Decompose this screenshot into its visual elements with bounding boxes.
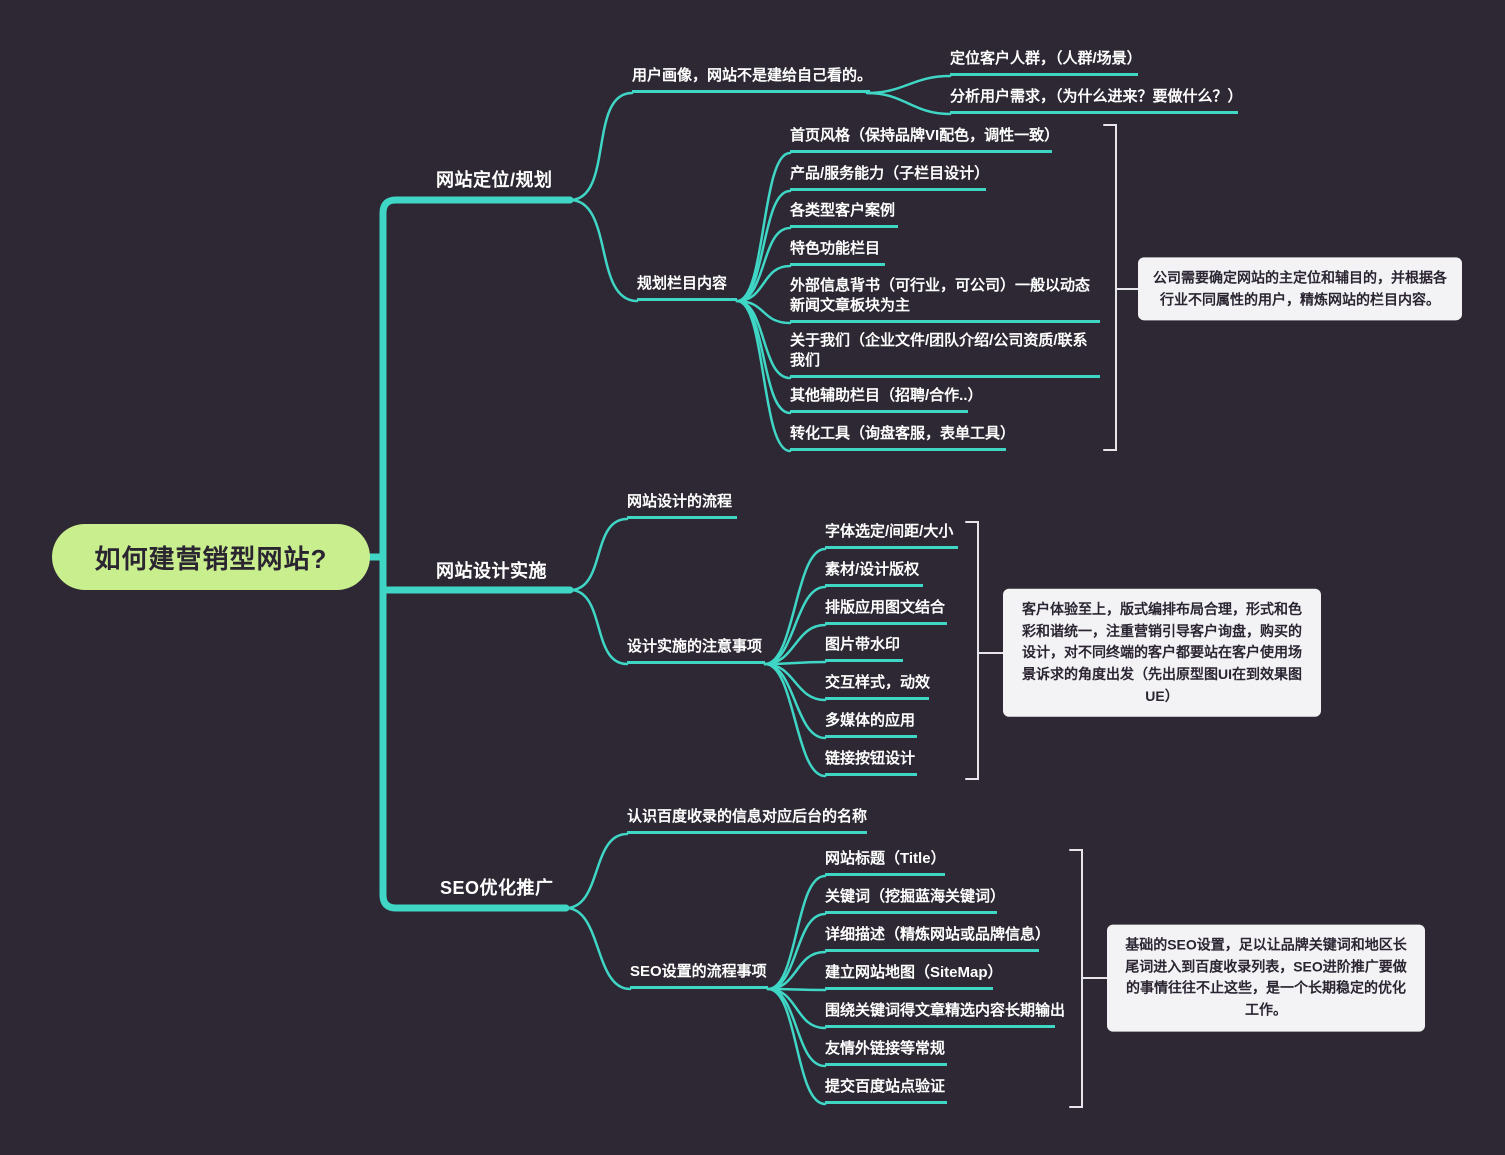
leaf-external-endorsement[interactable]: 外部信息背书（可行业，可公司）一般以动态新闻文章板块为主 bbox=[790, 276, 1100, 323]
connector-curve bbox=[568, 91, 634, 202]
leaf-sitemap[interactable]: 建立网站地图（SiteMap） bbox=[825, 963, 1003, 990]
node-design-considerations[interactable]: 设计实施的注意事项 bbox=[627, 637, 765, 664]
leaf-product-service[interactable]: 产品/服务能力（子栏目设计） bbox=[790, 164, 989, 191]
leaf-description[interactable]: 详细描述（精炼网站或品牌信息） bbox=[825, 925, 1050, 952]
leaf-keyword-content[interactable]: 围绕关键词得文章精选内容长期输出 bbox=[825, 1001, 1065, 1028]
connector-curve bbox=[766, 874, 827, 991]
leaf-interaction-effects[interactable]: 交互样式，动效 bbox=[825, 673, 930, 700]
leaf-user-needs[interactable]: 分析用户需求，（为什么进来？要做什么？） bbox=[950, 87, 1243, 114]
connector-curve bbox=[568, 198, 639, 303]
connector-curve bbox=[735, 226, 792, 303]
connector-curve bbox=[865, 74, 952, 95]
connector-curve bbox=[766, 950, 827, 991]
connector-curve bbox=[564, 906, 632, 991]
connector-curve bbox=[763, 662, 827, 778]
annotation-seo-note[interactable]: 基础的SEO设置，足以让品牌关键词和地区长尾词进入到百度收录列表，SEO进阶推广… bbox=[1107, 924, 1425, 1032]
bracket-seo bbox=[1069, 849, 1083, 1108]
leaf-link-buttons[interactable]: 链接按钮设计 bbox=[825, 749, 917, 776]
node-baidu-index-info[interactable]: 认识百度收录的信息对应后台的名称 bbox=[627, 807, 867, 834]
trunk-line bbox=[379, 196, 574, 912]
connector-curve bbox=[735, 264, 792, 303]
annotation-design-note[interactable]: 客户体验至上，版式编排布局合理，形式和色彩和谐统一，注重营销引导客户询盘，购买的… bbox=[1003, 588, 1321, 718]
node-design-process[interactable]: 网站设计的流程 bbox=[627, 492, 737, 519]
connector-curve bbox=[568, 517, 629, 592]
connector-curve bbox=[763, 623, 827, 666]
connector-curve bbox=[568, 588, 629, 666]
connector-curve bbox=[564, 832, 629, 910]
leaf-multimedia[interactable]: 多媒体的应用 bbox=[825, 711, 917, 738]
leaf-feature-columns[interactable]: 特色功能栏目 bbox=[790, 239, 885, 266]
connector-curve bbox=[735, 151, 792, 303]
connector-curve bbox=[766, 912, 827, 991]
leaf-homepage-style[interactable]: 首页风格（保持品牌VI配色，调性一致） bbox=[790, 126, 1059, 153]
connector-curve bbox=[766, 987, 827, 1030]
leaf-material-copyright[interactable]: 素材/设计版权 bbox=[825, 560, 923, 587]
leaf-image-watermark[interactable]: 图片带水印 bbox=[825, 635, 903, 662]
node-column-planning[interactable]: 规划栏目内容 bbox=[637, 274, 737, 301]
connector-curve bbox=[865, 91, 952, 116]
leaf-conversion-tools[interactable]: 转化工具（询盘客服，表单工具） bbox=[790, 424, 1015, 451]
leaf-keywords[interactable]: 关键词（挖掘蓝海关键词） bbox=[825, 887, 1005, 914]
leaf-friendly-links[interactable]: 友情外链接等常规 bbox=[825, 1039, 947, 1066]
connector-curve bbox=[735, 189, 792, 303]
connector-curve bbox=[763, 662, 827, 740]
leaf-about-us[interactable]: 关于我们（企业文件/团队介绍/公司资质/联系我们 bbox=[790, 331, 1100, 378]
bracket-positioning bbox=[1103, 124, 1117, 451]
leaf-layout-graphics[interactable]: 排版应用图文结合 bbox=[825, 598, 947, 625]
connector-curve bbox=[763, 585, 827, 666]
leaf-site-title[interactable]: 网站标题（Title） bbox=[825, 849, 946, 876]
leaf-customer-targeting[interactable]: 定位客户人群，（人群/场景） bbox=[950, 49, 1142, 76]
connector-curve bbox=[766, 987, 827, 1106]
connector-curve bbox=[763, 547, 827, 666]
central-topic[interactable]: 如何建营销型网站? bbox=[52, 524, 370, 590]
connector-curve bbox=[735, 299, 792, 453]
branch-site-design[interactable]: 网站设计实施 bbox=[436, 561, 547, 581]
connector-curve bbox=[735, 299, 792, 415]
branch-seo-promotion[interactable]: SEO优化推广 bbox=[440, 878, 554, 898]
annotation-positioning-note[interactable]: 公司需要确定网站的主定位和辅目的，并根据各行业不同属性的用户，精炼网站的栏目内容… bbox=[1138, 257, 1462, 321]
branch-site-positioning[interactable]: 网站定位/规划 bbox=[436, 170, 553, 190]
node-seo-process[interactable]: SEO设置的流程事项 bbox=[630, 962, 768, 989]
leaf-customer-cases[interactable]: 各类型客户案例 bbox=[790, 201, 898, 228]
leaf-baidu-verification[interactable]: 提交百度站点验证 bbox=[825, 1077, 947, 1104]
bracket-design bbox=[965, 521, 979, 780]
leaf-auxiliary-columns[interactable]: 其他辅助栏目（招聘/合作..） bbox=[790, 386, 983, 413]
node-user-persona[interactable]: 用户画像，网站不是建给自己看的。 bbox=[632, 66, 872, 93]
leaf-font-spacing[interactable]: 字体选定/间距/大小 bbox=[825, 522, 958, 549]
